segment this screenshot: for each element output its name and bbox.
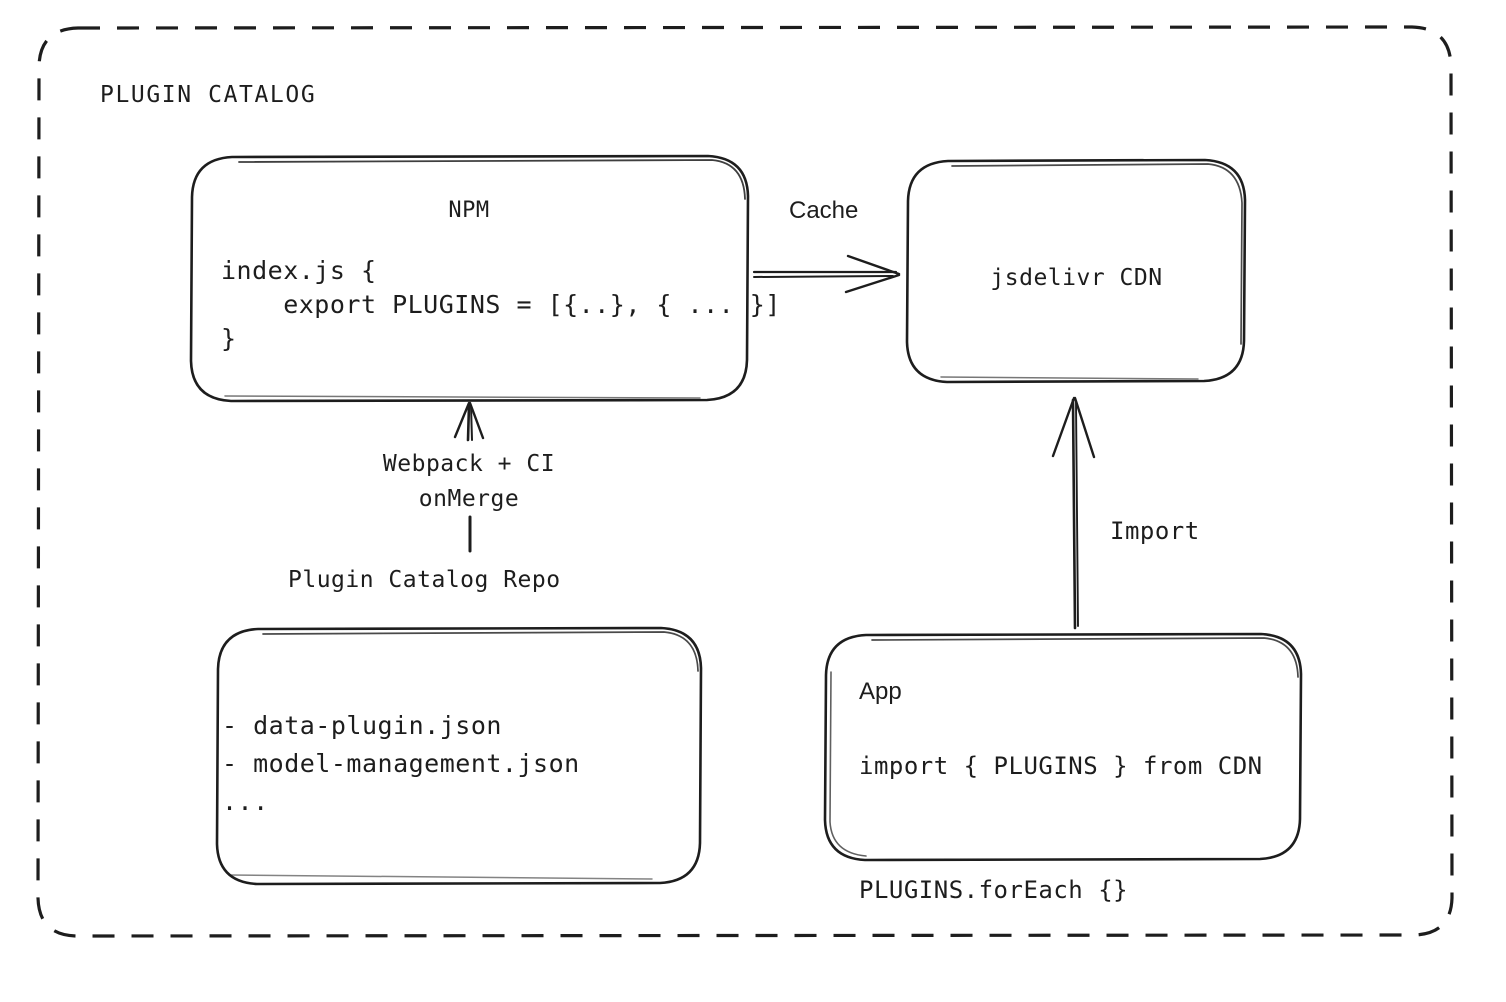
app-node-code: import { PLUGINS } from CDN PLUGINS.forE… xyxy=(859,752,1263,904)
build-edge-label: Webpack + CI onMerge xyxy=(382,451,556,512)
import-arrow xyxy=(1051,396,1096,630)
repo-node-items: - data-plugin.json - model-management.js… xyxy=(222,711,580,816)
app-node-title: App xyxy=(859,678,902,705)
npm-node-code: index.js { export PLUGINS = [{..}, { ...… xyxy=(221,256,781,353)
repo-node-label: Plugin Catalog Repo xyxy=(288,567,561,593)
cdn-node-title: jsdelivr CDN xyxy=(990,265,1163,291)
import-edge-label: Import xyxy=(1110,517,1200,545)
npm-node-title: NPM xyxy=(448,198,490,223)
cache-edge-label: Cache xyxy=(789,197,859,224)
group-title: PLUGIN CATALOG xyxy=(100,82,317,108)
